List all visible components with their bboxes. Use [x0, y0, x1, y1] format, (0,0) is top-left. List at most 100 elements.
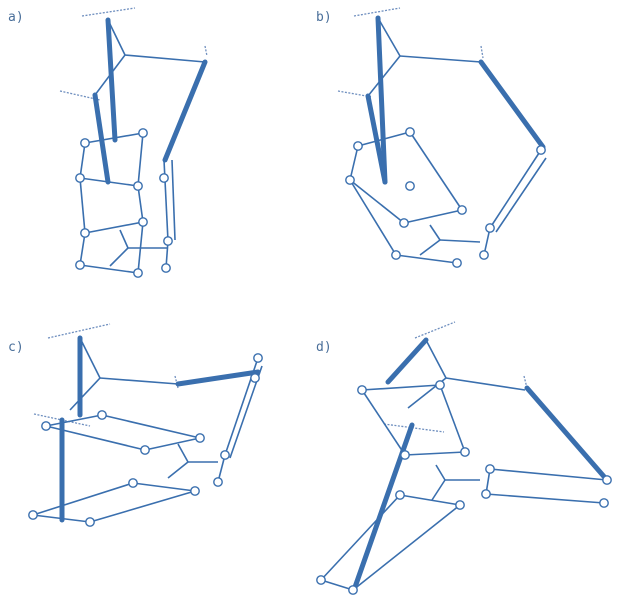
panel-label-a: a)	[8, 10, 24, 25]
pivot-joint	[345, 175, 355, 185]
pivot-joint	[80, 228, 90, 238]
link-bar	[79, 177, 86, 234]
link-bar	[79, 264, 139, 274]
pivot-joint	[599, 498, 609, 508]
link-bar	[84, 221, 144, 234]
link-bar	[101, 414, 201, 439]
link-bar	[167, 461, 189, 479]
link-bar	[132, 482, 196, 492]
pivot-joint	[353, 141, 363, 151]
link-bar	[489, 149, 542, 229]
link-bar	[489, 468, 608, 481]
link-bar	[439, 384, 466, 453]
pivot-joint	[250, 373, 260, 383]
pivot-joint	[97, 410, 107, 420]
link-bar	[435, 464, 446, 481]
pivot-joint	[405, 127, 415, 137]
link-bar	[32, 482, 134, 516]
link-bar	[171, 159, 176, 241]
ground-hatch	[81, 7, 136, 17]
link-bar	[419, 239, 441, 256]
pivot-joint	[405, 181, 415, 191]
link-bar	[349, 179, 397, 256]
pivot-joint	[41, 421, 51, 431]
ground-hatch	[383, 423, 445, 433]
link-bar	[367, 55, 401, 97]
pivot-joint	[460, 447, 470, 457]
pivot-joint	[400, 450, 410, 460]
link-bar	[429, 224, 441, 241]
link-bar	[495, 157, 547, 233]
link-bar	[45, 414, 103, 427]
mechanism-panel-d	[316, 321, 612, 595]
pivot-joint	[159, 173, 169, 183]
link-bar	[431, 479, 446, 501]
pivot-joint	[75, 260, 85, 270]
ground-hatch	[353, 7, 401, 17]
link-bar	[124, 54, 206, 63]
link-bar	[439, 239, 481, 243]
link-bar	[99, 377, 179, 385]
mechanism-panel-a	[59, 7, 208, 278]
pivot-joint	[133, 268, 143, 278]
pivot-joint	[128, 478, 138, 488]
link-bar	[404, 451, 466, 456]
pivot-joint	[75, 173, 85, 183]
driven-link	[524, 385, 610, 483]
pivot-joint	[435, 380, 445, 390]
pivot-joint	[485, 223, 495, 233]
link-bar	[409, 131, 463, 211]
pivot-joint	[452, 258, 462, 268]
link-bar	[403, 209, 463, 224]
pivot-joint	[80, 138, 90, 148]
link-bar	[137, 132, 144, 187]
link-bar	[352, 504, 461, 591]
link-bar	[109, 247, 129, 267]
pivot-joint	[399, 218, 409, 228]
link-bar	[395, 254, 458, 264]
pivot-joint	[395, 490, 405, 500]
driven-link	[175, 369, 261, 387]
pivot-joint	[481, 489, 491, 499]
driven-link	[162, 59, 208, 163]
link-bar	[320, 579, 354, 591]
panel-label-d: d)	[316, 340, 332, 355]
link-bar	[69, 377, 101, 411]
link-bar	[89, 490, 196, 523]
link-bar	[445, 377, 526, 391]
pivot-joint	[391, 250, 401, 260]
driven-link	[375, 15, 388, 185]
driven-link	[365, 93, 388, 185]
link-bar	[320, 494, 401, 581]
driven-link	[385, 337, 429, 385]
ground-hatch	[47, 323, 111, 339]
driven-link	[92, 92, 111, 185]
pivot-joint	[485, 464, 495, 474]
link-bar	[119, 229, 129, 249]
pivot-joint	[316, 575, 326, 585]
pivot-joint	[163, 236, 173, 246]
link-bar	[361, 384, 441, 391]
pivot-joint	[190, 486, 200, 496]
driven-link	[105, 17, 118, 143]
pivot-joint	[140, 445, 150, 455]
ground-hatch	[204, 45, 208, 57]
panel-label-b: b)	[316, 10, 332, 25]
pivot-joint	[133, 181, 143, 191]
pivot-joint	[85, 517, 95, 527]
link-bar	[144, 437, 201, 451]
pivot-joint	[161, 263, 171, 273]
pivot-joint	[195, 433, 205, 443]
link-bar	[79, 142, 86, 179]
pivot-joint	[479, 250, 489, 260]
link-bar	[79, 337, 101, 379]
link-bar	[349, 145, 359, 181]
pivot-joint	[253, 353, 263, 363]
link-bar	[163, 159, 169, 242]
pivot-joint	[357, 385, 367, 395]
pivot-joint	[138, 217, 148, 227]
link-bar	[399, 494, 461, 506]
driven-link	[478, 59, 546, 150]
